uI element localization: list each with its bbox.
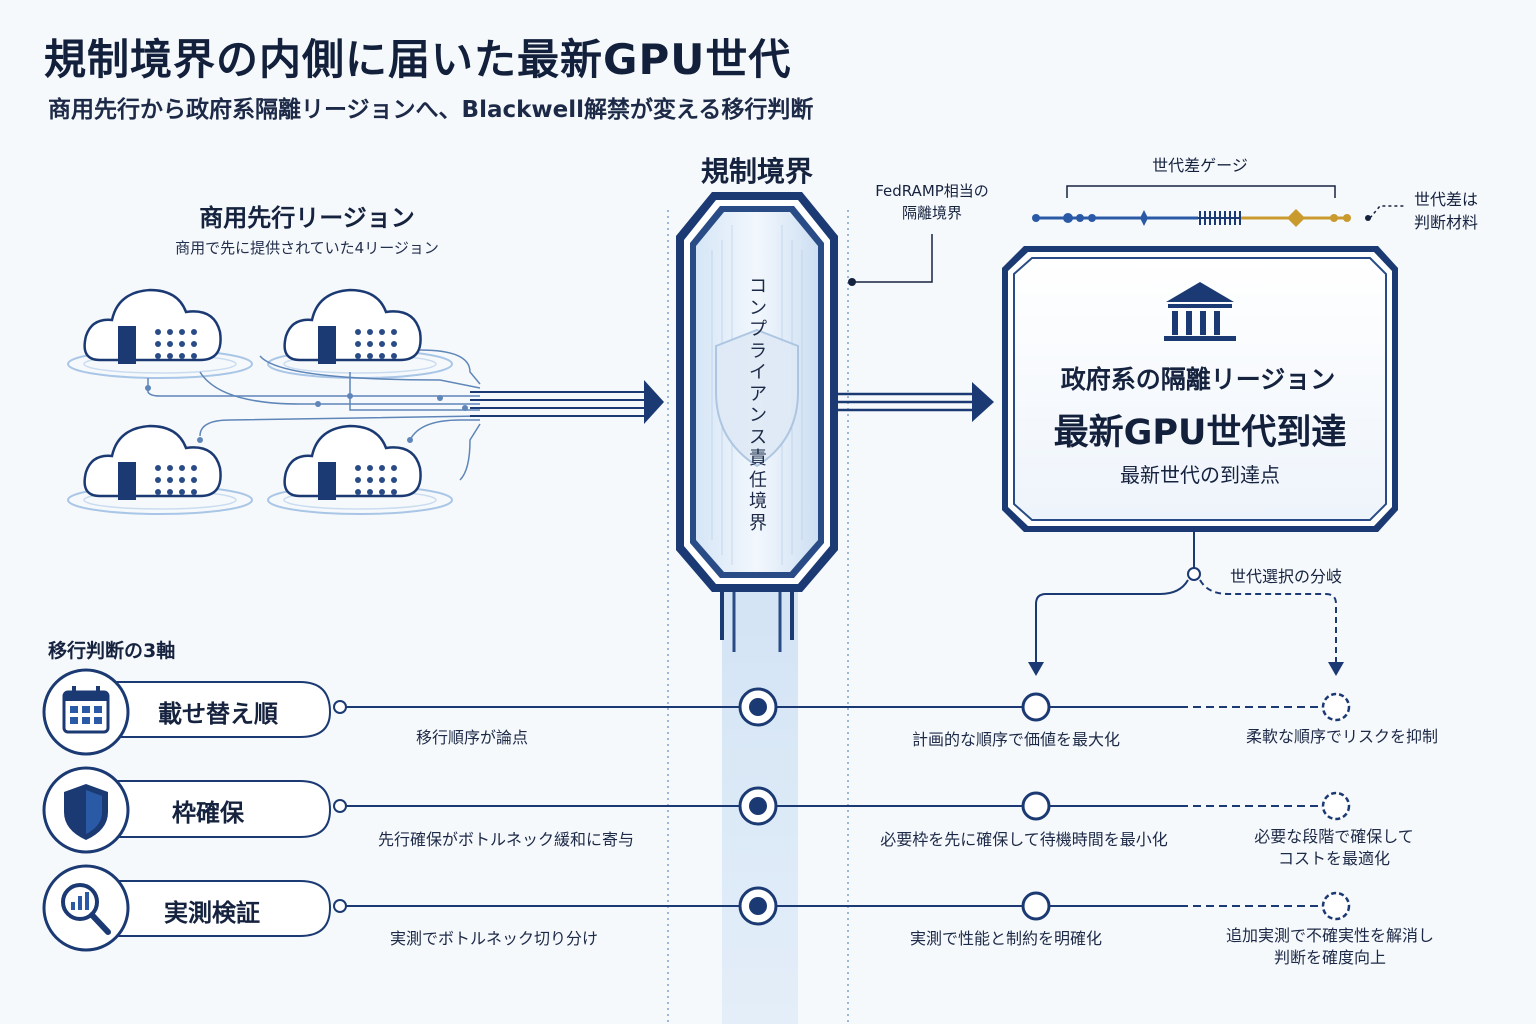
cloud-server-3 [67, 424, 253, 515]
commercial-subtitle: 商用で先に提供されていた4リージョン [175, 239, 439, 257]
axis-solid-order: 計画的な順序で価値を最大化 [911, 730, 1121, 749]
commercial-title: 商用先行リージョン [199, 204, 415, 232]
gauge-label: 世代差ゲージ [1152, 156, 1248, 175]
cloud-server-2 [267, 288, 453, 379]
arrow-to-boundary [470, 380, 664, 424]
shield-icon [42, 766, 130, 854]
axis-dashed-order-line1: 柔軟な順序でリスクを抑制 [1245, 727, 1439, 746]
boundary-title: 規制境界 [700, 155, 814, 188]
gov-subtitle: 最新世代の到達点 [1120, 463, 1280, 487]
magnifier-chart-icon [42, 864, 130, 952]
government-building-icon [1164, 282, 1236, 341]
cloud-connectors [147, 349, 481, 481]
axis-label-measure: 実測検証 [164, 899, 260, 927]
gauge-side-note: 世代差は 判断材料 [1414, 188, 1478, 234]
generation-gauge [1032, 185, 1404, 227]
fedramp-label: FedRAMP相当の 隔離境界 [875, 180, 989, 224]
axis-label-order: 載せ替え順 [158, 700, 278, 728]
branch-label: 世代選択の分岐 [1230, 567, 1343, 586]
generation-branch [1028, 532, 1344, 676]
gov-headline: 最新GPU世代到達 [1053, 413, 1347, 453]
axis-solid-measure: 実測で性能と制約を明確化 [909, 929, 1103, 948]
axis-dashed-capacity: 必要な段階で確保して コストを最適化 [1254, 826, 1414, 870]
axis-note-capacity: 先行確保がボトルネック緩和に寄与 [377, 830, 635, 849]
gov-region-box [1002, 246, 1398, 532]
page-subtitle: 商用先行から政府系隔離リージョンへ、Blackwell解禁が変える移行判断 [48, 97, 814, 123]
axis-dashed-capacity-line1: 必要な段階で確保して [1254, 827, 1414, 846]
gauge-side-line2: 判断材料 [1414, 213, 1479, 232]
axis-dashed-measure-line1: 追加実測で不確実性を解消し [1225, 926, 1435, 945]
axis-note-measure: 実測でボトルネック切り分け [389, 929, 599, 948]
axis-row-lines [346, 706, 1322, 907]
axes-title: 移行判断の3軸 [48, 640, 176, 662]
axis-dashed-capacity-line2: コストを最適化 [1277, 849, 1390, 868]
cloud-server-4 [267, 424, 453, 515]
fedramp-line1: FedRAMP相当の [875, 182, 989, 200]
page-title: 規制境界の内側に届いた最新GPU世代 [44, 35, 792, 84]
axis-pills [89, 681, 332, 937]
calendar-icon [42, 668, 130, 756]
compliance-boundary-label: コンプライアンス責任境界 [749, 276, 767, 534]
axis-dashed-measure: 追加実測で不確実性を解消し 判断を確度向上 [1226, 925, 1434, 969]
arrow-to-gov [838, 382, 994, 422]
axis-label-capacity: 枠確保 [172, 799, 244, 827]
boundary-capsule [676, 192, 838, 652]
axis-dashed-order: 柔軟な順序でリスクを抑制 [1246, 726, 1438, 748]
axis-solid-capacity: 必要枠を先に確保して待機時間を最小化 [880, 830, 1168, 849]
fedramp-line2: 隔離境界 [901, 204, 962, 222]
gauge-side-line1: 世代差は [1414, 190, 1479, 209]
cloud-server-1 [67, 288, 253, 379]
axis-nodes [333, 687, 1351, 926]
axis-note-order: 移行順序が論点 [415, 728, 529, 747]
axis-dashed-measure-line2: 判断を確度向上 [1273, 948, 1387, 967]
shield-watermark-icon [715, 328, 799, 468]
fedramp-leader [852, 234, 933, 283]
gov-region-title: 政府系の隔離リージョン [1060, 365, 1336, 394]
